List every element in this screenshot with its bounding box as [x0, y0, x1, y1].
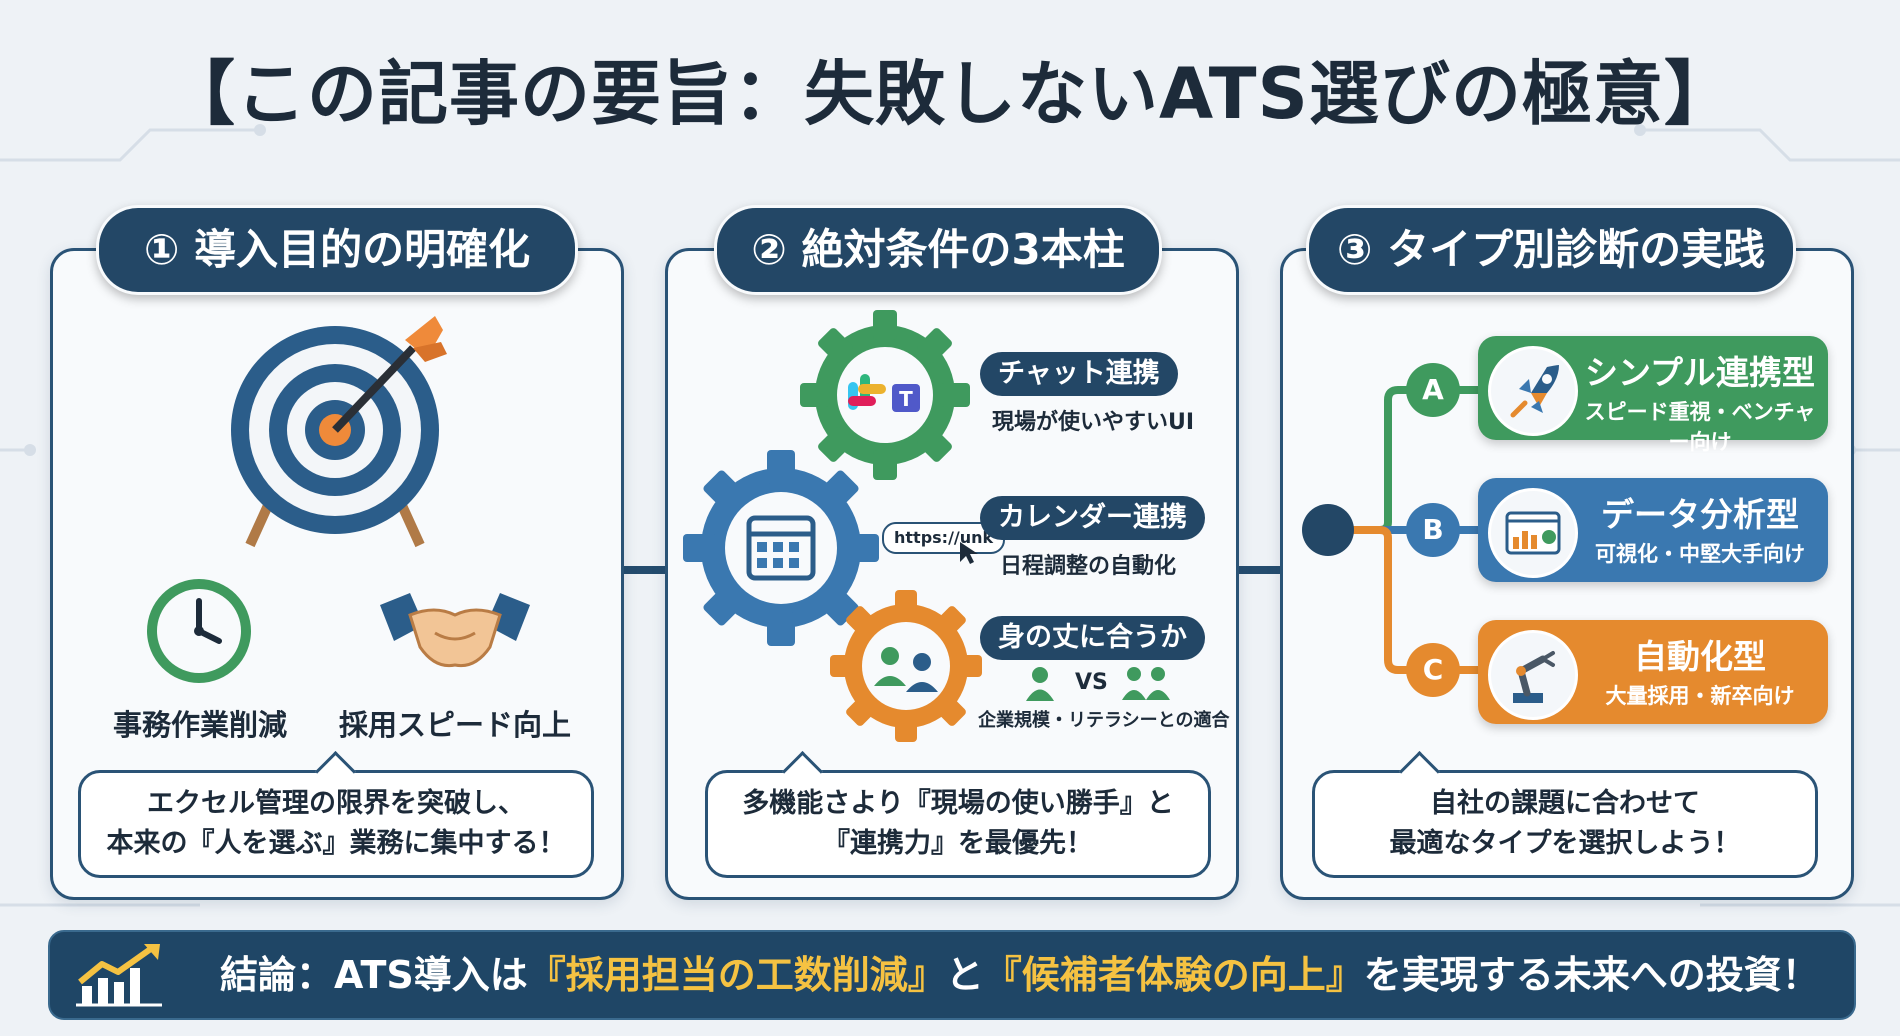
person-icon — [1026, 667, 1054, 701]
calendar-gear-icon — [683, 450, 879, 646]
purpose-label-admin: 事務作業削減 — [112, 708, 287, 742]
type-letter-c: C — [1406, 643, 1460, 697]
conclusion-suffix: を実現する未来への投資！ — [1363, 953, 1820, 997]
note-line: 本来の『人を選ぶ』業務に集中する！ — [106, 828, 566, 859]
purpose-label-speed: 採用スピード向上 — [338, 708, 571, 742]
panel-heading: ② 絶対条件の3本柱 — [714, 205, 1162, 295]
conclusion-highlight-1: 『採用担当の工数削減』 — [527, 953, 946, 997]
page-title: 【この記事の要旨：失敗しないATS選びの極意】 — [165, 53, 1735, 135]
condition-sub-chat: 現場が使いやすいUI — [992, 410, 1195, 435]
chat-gear-icon: T — [800, 310, 970, 480]
condition-sub-fit: 企業規模・リテラシーとの適合 — [978, 710, 1230, 731]
type-sub: スピード重視・ベンチャー向け — [1584, 400, 1816, 454]
panel-note: 自社の課題に合わせて 最適なタイプを選択しよう！ — [1312, 750, 1818, 878]
rocket-icon — [1510, 365, 1559, 418]
condition-title-chat: チャット連携 — [980, 352, 1178, 396]
type-card-auto: 自動化型 大量採用・新卒向け — [1478, 620, 1828, 724]
conclusion-prefix: 結論：ATS導入は — [220, 953, 528, 997]
type-sub: 大量採用・新卒向け — [1605, 684, 1795, 708]
conclusion-highlight-2: 『候補者体験の向上』 — [983, 953, 1364, 997]
vs-text: VS — [1075, 670, 1108, 695]
condition-sub-calendar: 日程調整の自動化 — [1000, 554, 1177, 579]
type-letter-b: B — [1406, 503, 1460, 557]
panel-heading: ① 導入目的の明確化 — [96, 205, 578, 295]
group-icon — [1122, 667, 1170, 700]
type-sub: 可視化・中堅大手向け — [1595, 542, 1805, 566]
type-card-simple: シンプル連携型 スピード重視・ベンチャー向け — [1478, 336, 1828, 454]
note-line: 『連携力』を最優先！ — [823, 828, 1093, 859]
panel-note: 多機能さより『現場の使い勝手』と 『連携力』を最優先！ — [705, 750, 1211, 878]
url-chip: https://unk — [882, 522, 1006, 554]
type-letter-a: A — [1406, 363, 1460, 417]
type-name: シンプル連携型 — [1584, 353, 1815, 392]
growth-chart-icon — [76, 944, 162, 1007]
note-line: 最適なタイプを選択しよう！ — [1389, 828, 1741, 859]
type-name: データ分析型 — [1601, 495, 1799, 534]
dashboard-icon — [1505, 511, 1561, 555]
note-line: 多機能さより『現場の使い勝手』と — [742, 788, 1174, 819]
note-line: 自社の課題に合わせて — [1430, 788, 1700, 819]
condition-title-fit: 身の丈に合うか — [980, 616, 1205, 660]
note-line: エクセル管理の限界を突破し、 — [147, 788, 525, 819]
conclusion-middle: と — [945, 953, 984, 997]
type-icon-wrap — [1488, 346, 1578, 436]
branch-lines — [1302, 386, 1480, 674]
people-gear-icon — [830, 590, 982, 742]
type-icon-wrap — [1488, 630, 1578, 720]
conclusion-text: 結論：ATS導入は『採用担当の工数削減』と『候補者体験の向上』を実現する未来への… — [220, 932, 1820, 1018]
type-icon-wrap — [1488, 488, 1578, 578]
robot-arm-icon — [1513, 651, 1555, 703]
connector-line — [618, 566, 666, 574]
panel-heading: ③ タイプ別診断の実践 — [1306, 205, 1796, 295]
connector-line — [1234, 566, 1282, 574]
panel-note: エクセル管理の限界を突破し、 本来の『人を選ぶ』業務に集中する！ — [78, 750, 594, 878]
handshake-icon — [380, 593, 530, 668]
condition-title-calendar: カレンダー連携 — [980, 496, 1205, 540]
type-name: 自動化型 — [1634, 637, 1766, 676]
type-card-data: データ分析型 可視化・中堅大手向け — [1478, 478, 1828, 582]
conclusion-banner: 結論：ATS導入は『採用担当の工数削減』と『候補者体験の向上』を実現する未来への… — [48, 930, 1856, 1020]
target-icon — [231, 316, 447, 548]
url-text: https://unk — [894, 528, 994, 547]
cursor-icon — [960, 542, 978, 564]
clock-icon — [147, 579, 251, 683]
svg-text:T: T — [899, 387, 913, 411]
